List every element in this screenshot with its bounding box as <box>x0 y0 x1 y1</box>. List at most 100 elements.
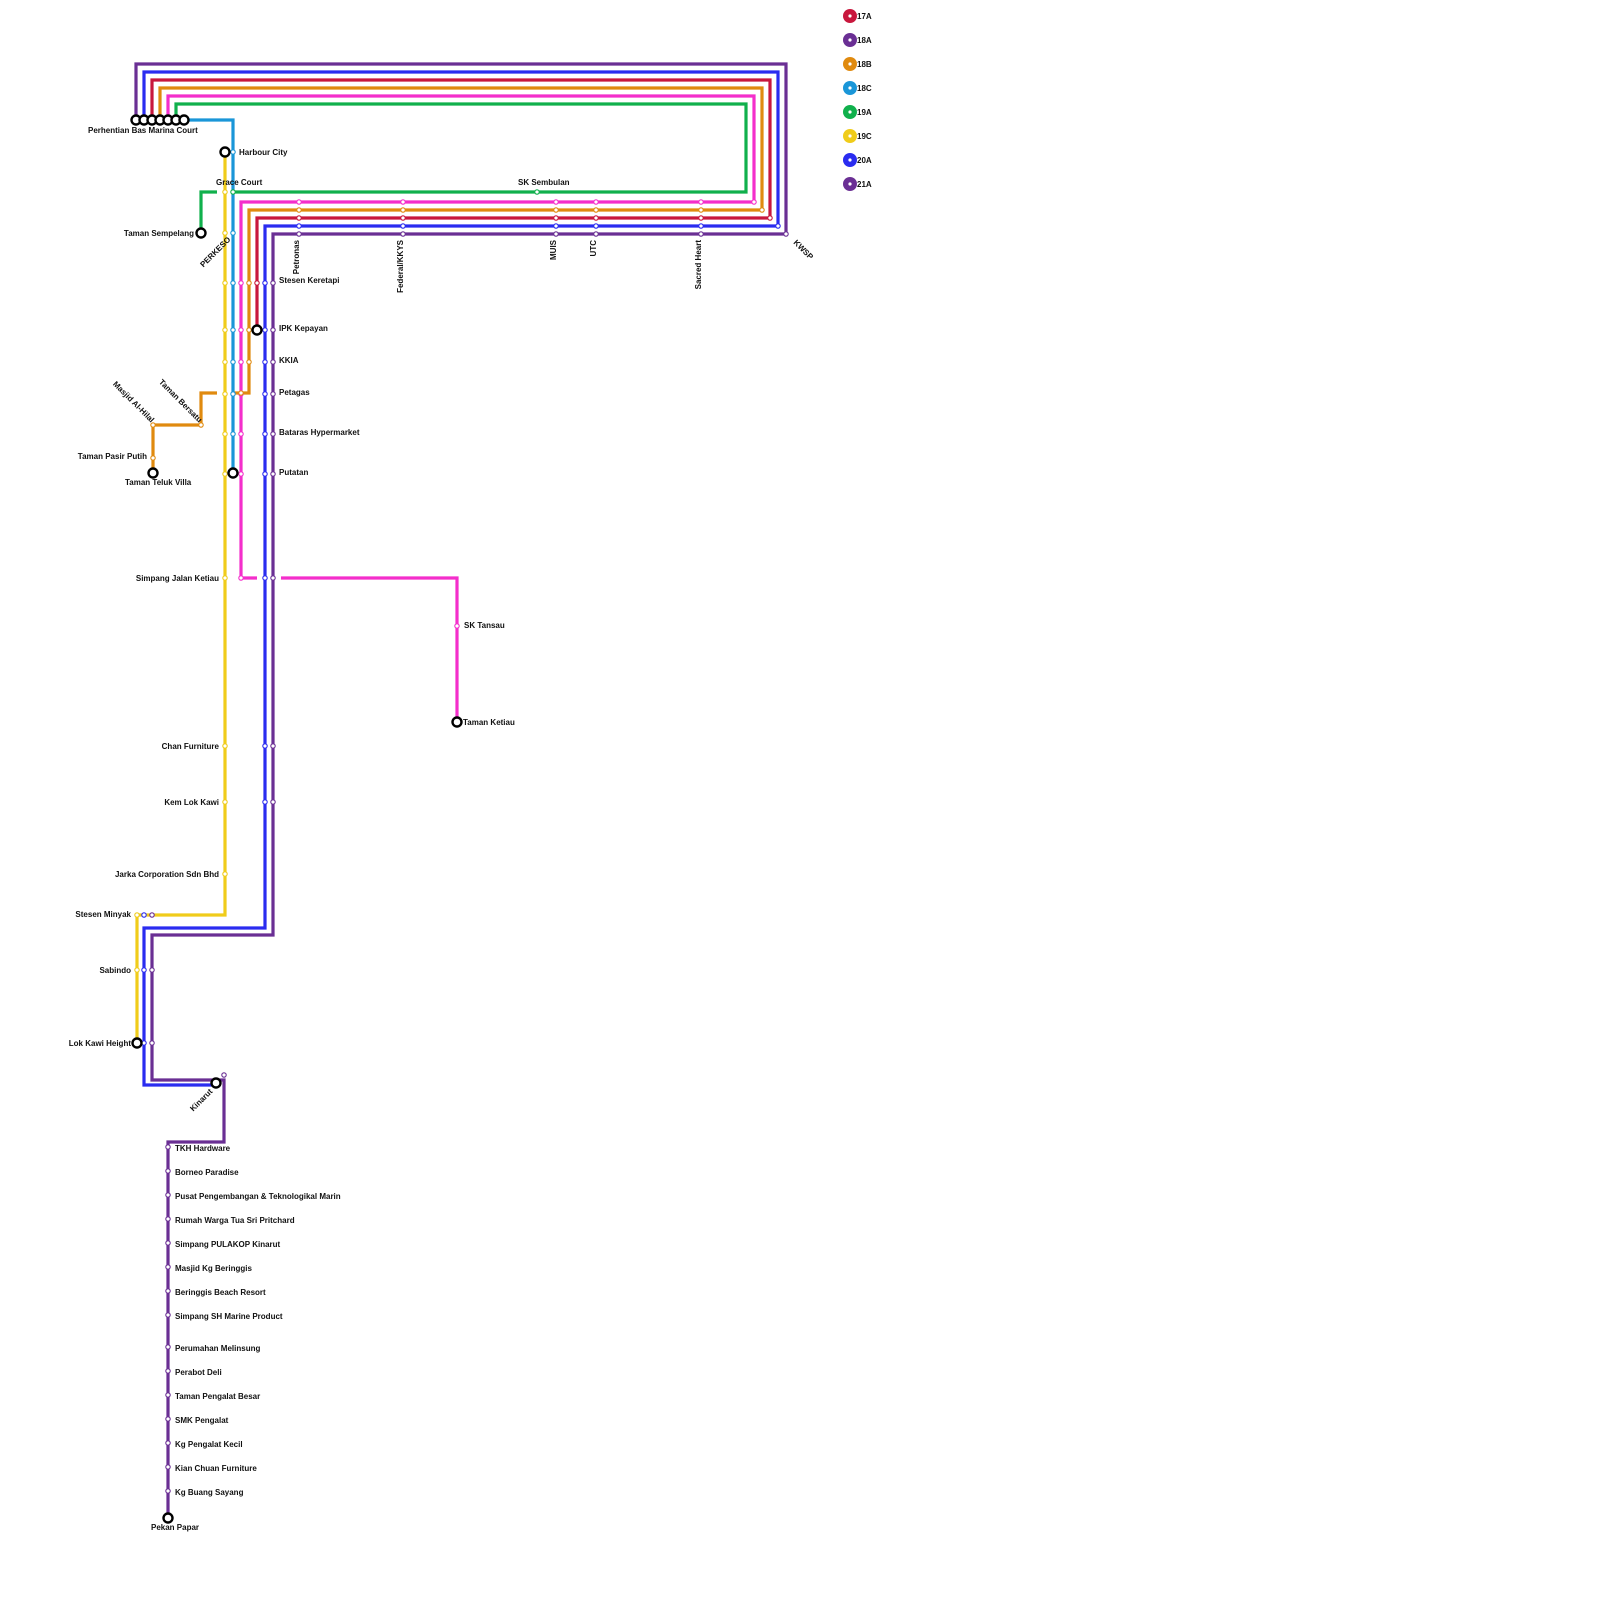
stop-marker[interactable] <box>150 455 156 461</box>
stop-marker[interactable] <box>165 1192 171 1198</box>
terminus-ipk-kepayan[interactable] <box>251 324 263 336</box>
stop-marker[interactable] <box>698 215 704 221</box>
stop-marker[interactable] <box>141 967 147 973</box>
label-beringgis-beach[interactable]: Beringgis Beach Resort <box>175 1288 266 1297</box>
route-19a-line[interactable] <box>174 102 748 194</box>
terminus-lok-kawi-height[interactable] <box>131 1037 143 1049</box>
stop-marker[interactable] <box>400 223 406 229</box>
label-kem-lok-kawi[interactable]: Kem Lok Kawi <box>164 798 219 807</box>
stop-marker[interactable] <box>246 359 252 365</box>
stop-marker[interactable] <box>400 199 406 205</box>
label-utc[interactable]: UTC <box>589 240 598 257</box>
stop-marker[interactable] <box>230 359 236 365</box>
terminus-kinarut[interactable] <box>210 1077 222 1089</box>
stop-marker[interactable] <box>751 199 757 205</box>
label-kkia[interactable]: KKIA <box>279 356 299 365</box>
label-perumahan-melinsung[interactable]: Perumahan Melinsung <box>175 1344 260 1353</box>
stop-marker[interactable] <box>296 199 302 205</box>
stop-marker[interactable] <box>149 967 155 973</box>
stop-marker[interactable] <box>222 871 228 877</box>
route-20a-line[interactable] <box>142 70 780 1087</box>
label-smk-pengalat[interactable]: SMK Pengalat <box>175 1416 229 1425</box>
label-muis[interactable]: MUIS <box>549 239 558 260</box>
stop-marker[interactable] <box>141 912 147 918</box>
legend-item-18b[interactable]: 18B <box>843 57 872 71</box>
stop-marker[interactable] <box>270 431 276 437</box>
route-18c-line[interactable] <box>184 118 235 473</box>
stop-marker[interactable] <box>759 207 765 213</box>
label-perkeso[interactable]: PERKESO <box>198 235 232 269</box>
label-perabot-deli[interactable]: Perabot Deli <box>175 1368 222 1377</box>
stop-marker[interactable] <box>222 230 228 236</box>
stop-marker[interactable] <box>165 1216 171 1222</box>
stop-marker[interactable] <box>593 199 599 205</box>
stop-marker[interactable] <box>262 431 268 437</box>
stop-marker[interactable] <box>238 280 244 286</box>
label-federal-kkys[interactable]: Federal/KKYS <box>396 239 405 293</box>
terminus-harbour-city[interactable] <box>219 146 231 158</box>
stop-marker[interactable] <box>553 215 559 221</box>
stop-marker[interactable] <box>165 1240 171 1246</box>
stop-marker[interactable] <box>230 230 236 236</box>
stop-marker[interactable] <box>150 422 156 428</box>
legend-item-18a[interactable]: 18A <box>843 33 872 47</box>
stop-marker[interactable] <box>262 799 268 805</box>
stop-marker[interactable] <box>270 280 276 286</box>
label-kwsp[interactable]: KWSP <box>792 238 816 262</box>
stop-marker[interactable] <box>296 215 302 221</box>
label-simpang-sh-marine[interactable]: Simpang SH Marine Product <box>175 1312 283 1321</box>
stop-marker[interactable] <box>783 231 789 237</box>
route-17a-line[interactable] <box>150 78 772 330</box>
stop-marker[interactable] <box>454 623 460 629</box>
label-kian-chuan[interactable]: Kian Chuan Furniture <box>175 1464 257 1473</box>
stop-marker[interactable] <box>222 189 228 195</box>
stop-marker[interactable] <box>230 327 236 333</box>
stop-marker[interactable] <box>262 575 268 581</box>
label-tkh-hardware[interactable]: TKH Hardware <box>175 1144 231 1153</box>
label-masjid-al-hilal[interactable]: Masjid Al-Hilal <box>111 380 156 425</box>
label-pusat-pengembangan[interactable]: Pusat Pengembangan & Teknologikal Marin <box>175 1192 341 1201</box>
stop-marker[interactable] <box>262 280 268 286</box>
stop-marker[interactable] <box>254 280 260 286</box>
label-taman-teluk-villa[interactable]: Taman Teluk Villa <box>125 478 192 487</box>
stop-marker[interactable] <box>222 743 228 749</box>
label-perhentian-bas[interactable]: Perhentian Bas Marina Court <box>88 126 198 135</box>
stop-marker[interactable] <box>238 327 244 333</box>
stop-marker[interactable] <box>198 422 204 428</box>
route-19c-line[interactable] <box>135 152 227 1043</box>
stop-marker[interactable] <box>222 327 228 333</box>
stop-marker[interactable] <box>246 327 252 333</box>
stop-marker[interactable] <box>400 215 406 221</box>
stop-marker[interactable] <box>767 215 773 221</box>
stop-marker[interactable] <box>262 471 268 477</box>
stop-marker[interactable] <box>165 1168 171 1174</box>
stop-marker[interactable] <box>270 743 276 749</box>
stop-marker[interactable] <box>165 1312 171 1318</box>
stop-marker[interactable] <box>400 231 406 237</box>
label-grace-court[interactable]: Grace Court <box>216 178 263 187</box>
label-masjid-kg-beringgis[interactable]: Masjid Kg Beringgis <box>175 1264 252 1273</box>
route-21a-line[interactable] <box>134 62 788 1522</box>
route-18b-line[interactable] <box>158 86 764 395</box>
stop-marker[interactable] <box>165 1392 171 1398</box>
label-sk-sembulan[interactable]: SK Sembulan <box>518 178 570 187</box>
stop-marker[interactable] <box>593 223 599 229</box>
stop-marker[interactable] <box>221 1072 227 1078</box>
label-bataras[interactable]: Bataras Hypermarket <box>279 428 360 437</box>
stop-marker[interactable] <box>553 199 559 205</box>
stop-marker[interactable] <box>222 575 228 581</box>
label-jarka[interactable]: Jarka Corporation Sdn Bhd <box>115 870 219 879</box>
stop-marker[interactable] <box>593 231 599 237</box>
label-taman-bersatu[interactable]: Taman Bersatu <box>157 378 204 425</box>
stop-marker[interactable] <box>296 207 302 213</box>
label-simpang-pulakop[interactable]: Simpang PULAKOP Kinarut <box>175 1240 281 1249</box>
label-petagas[interactable]: Petagas <box>279 388 310 397</box>
label-simpang-jalan-ketiau[interactable]: Simpang Jalan Ketiau <box>136 574 219 583</box>
label-harbour-city[interactable]: Harbour City <box>239 148 288 157</box>
stop-marker[interactable] <box>296 223 302 229</box>
label-sabindo[interactable]: Sabindo <box>99 966 131 975</box>
stop-marker[interactable] <box>553 223 559 229</box>
stop-marker[interactable] <box>222 471 228 477</box>
stop-marker[interactable] <box>296 231 302 237</box>
stop-marker[interactable] <box>165 1416 171 1422</box>
